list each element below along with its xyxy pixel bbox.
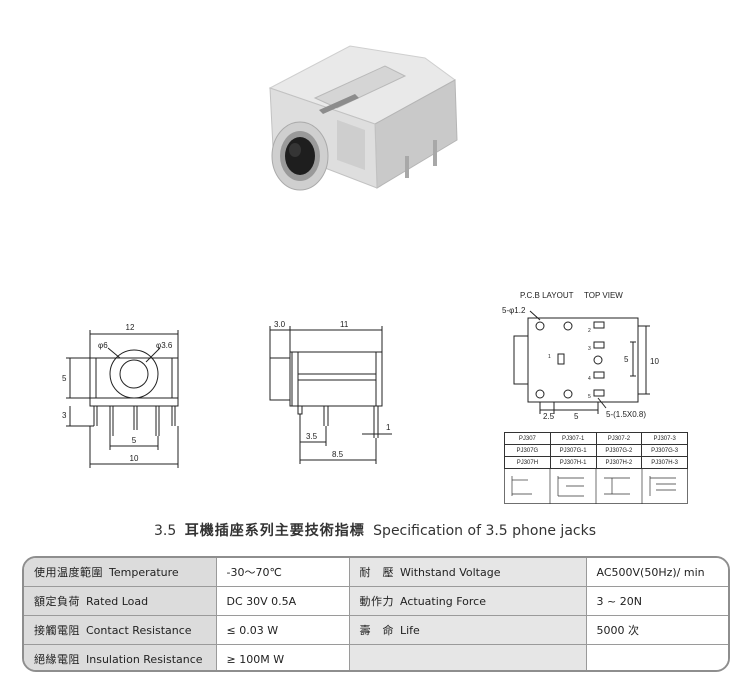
- spec-key-zh: 額定負荷: [34, 595, 80, 608]
- model-cell: PJ307H: [504, 456, 551, 469]
- model-cell: PJ307-3: [641, 432, 688, 445]
- spec-key: [349, 644, 587, 670]
- pcb-layout-drawing: P.C.B LAYOUT TOP VIEW 5-φ1.2 1 2 3 4 5 5…: [502, 291, 659, 421]
- models-wiring-schematic: [504, 468, 688, 504]
- model-cell: PJ307G-3: [641, 444, 688, 457]
- model-cell: PJ307-2: [595, 432, 643, 445]
- front-dim-bottom-outer: 10: [130, 454, 139, 463]
- model-cell: PJ307G-1: [549, 444, 597, 457]
- spec-title-chinese: 耳機插座系列主要技術指標: [184, 523, 365, 539]
- front-dim-top: 12: [126, 323, 135, 332]
- side-dim-top-right: 11: [340, 320, 349, 329]
- spec-key: 壽 命 Life: [349, 615, 587, 645]
- front-dia-right: φ3.6: [156, 341, 173, 350]
- model-cell: PJ307-1: [549, 432, 597, 445]
- spec-value: ≥ 100M W: [216, 644, 350, 670]
- spec-value: DC 30V 0.5A: [216, 586, 350, 616]
- pcb-slots-label: 5-(1.5X0.8): [606, 410, 646, 419]
- front-side-left-lower: 3: [62, 411, 67, 420]
- side-dim-bottom-short: 3.5: [306, 432, 318, 441]
- pcb-pin-5: 5: [588, 394, 591, 400]
- spec-value: 5000 次: [586, 615, 728, 645]
- front-view-drawing: 12 φ6 φ3.6 5 3 5 10: [62, 323, 179, 468]
- model-cell: PJ307: [504, 432, 551, 445]
- spec-key-en: Life: [400, 624, 420, 637]
- spec-row: 絕緣電阻 Insulation Resistance ≥ 100M W: [24, 644, 728, 670]
- spec-key-en: Withstand Voltage: [400, 566, 501, 579]
- side-dim-top-left: 3.0: [274, 320, 286, 329]
- pcb-pin-3: 3: [588, 346, 591, 352]
- spec-key-en: Insulation Resistance: [86, 653, 203, 666]
- pcb-pin-4: 4: [588, 376, 591, 382]
- spec-value: 3 ~ 20N: [586, 586, 728, 616]
- spec-key-zh: 動作力: [359, 595, 394, 608]
- pcb-dim-bottom-a: 2.5: [543, 412, 555, 421]
- spec-row: 使用温度範圍 Temperature -30～70℃ 耐 壓 Withstand Vol…: [24, 558, 728, 587]
- pcb-dim-right-b: 10: [650, 357, 659, 366]
- spec-key: 額定負荷 Rated Load: [24, 586, 217, 616]
- spec-value: ≤ 0.03 W: [216, 615, 350, 645]
- spec-key: 絕緣電阻 Insulation Resistance: [24, 644, 217, 670]
- spec-key: 動作力 Actuating Force: [349, 586, 587, 616]
- spec-value: AC500V(50Hz)/ min: [586, 558, 728, 587]
- spec-title-number: 3.5: [154, 523, 177, 539]
- front-dim-bottom-inner: 5: [132, 436, 137, 445]
- spec-key-en: Temperature: [109, 566, 179, 579]
- spec-key: 耐 壓 Withstand Voltage: [349, 558, 587, 587]
- pcb-dim-bottom-b: 5: [574, 412, 579, 421]
- spec-key-zh: 壽 命: [359, 624, 394, 637]
- model-cell: PJ307G: [504, 444, 551, 457]
- front-dia-left: φ6: [98, 341, 108, 350]
- spec-title-english: Specification of 3.5 phone jacks: [373, 523, 596, 539]
- model-cell: PJ307H-2: [595, 456, 643, 469]
- spec-title: 3.5 耳機插座系列主要技術指標 Specification of 3.5 ph…: [0, 520, 750, 540]
- pcb-pin-1: 1: [548, 354, 551, 360]
- spec-key-en: Actuating Force: [400, 595, 486, 608]
- side-dim-bottom-long: 8.5: [332, 450, 344, 459]
- pcb-holes-label: 5-φ1.2: [502, 306, 526, 315]
- spec-key-zh: 耐 壓: [359, 566, 394, 579]
- front-side-left-upper: 5: [62, 374, 67, 383]
- spec-value: [586, 644, 728, 670]
- spec-key: 接觸電阻 Contact Resistance: [24, 615, 217, 645]
- pcb-header-layout: P.C.B LAYOUT: [520, 291, 574, 300]
- spec-key-en: Contact Resistance: [86, 624, 192, 637]
- spec-table: 使用温度範圍 Temperature -30～70℃ 耐 壓 Withstand Vol…: [24, 558, 728, 670]
- side-view-drawing: 3.0 11 3.5 8.5 1: [269, 320, 392, 464]
- side-dim-pin: 1: [386, 423, 391, 432]
- spec-key-en: Rated Load: [86, 595, 149, 608]
- pcb-dim-right-a: 5: [624, 355, 629, 364]
- spec-value: -30～70℃: [216, 558, 350, 587]
- model-cell: PJ307H-1: [549, 456, 597, 469]
- spec-key-zh: 接觸電阻: [34, 624, 80, 637]
- spec-key-zh: 絕緣電阻: [34, 653, 80, 666]
- pcb-header-view: TOP VIEW: [584, 291, 623, 300]
- pcb-pin-2: 2: [588, 328, 591, 334]
- spec-key: 使用温度範圍 Temperature: [24, 558, 217, 587]
- model-cell: PJ307G-2: [595, 444, 643, 457]
- model-cell: PJ307H-3: [641, 456, 688, 469]
- spec-table-frame: 使用温度範圍 Temperature -30～70℃ 耐 壓 Withstand Vol…: [22, 556, 730, 672]
- spec-key-zh: 使用温度範圍: [34, 566, 103, 579]
- product-photo: [268, 45, 458, 191]
- spec-row: 額定負荷 Rated Load DC 30V 0.5A 動作力 Actuating Fo…: [24, 586, 728, 616]
- spec-row: 接觸電阻 Contact Resistance ≤ 0.03 W 壽 命 Life 500…: [24, 615, 728, 645]
